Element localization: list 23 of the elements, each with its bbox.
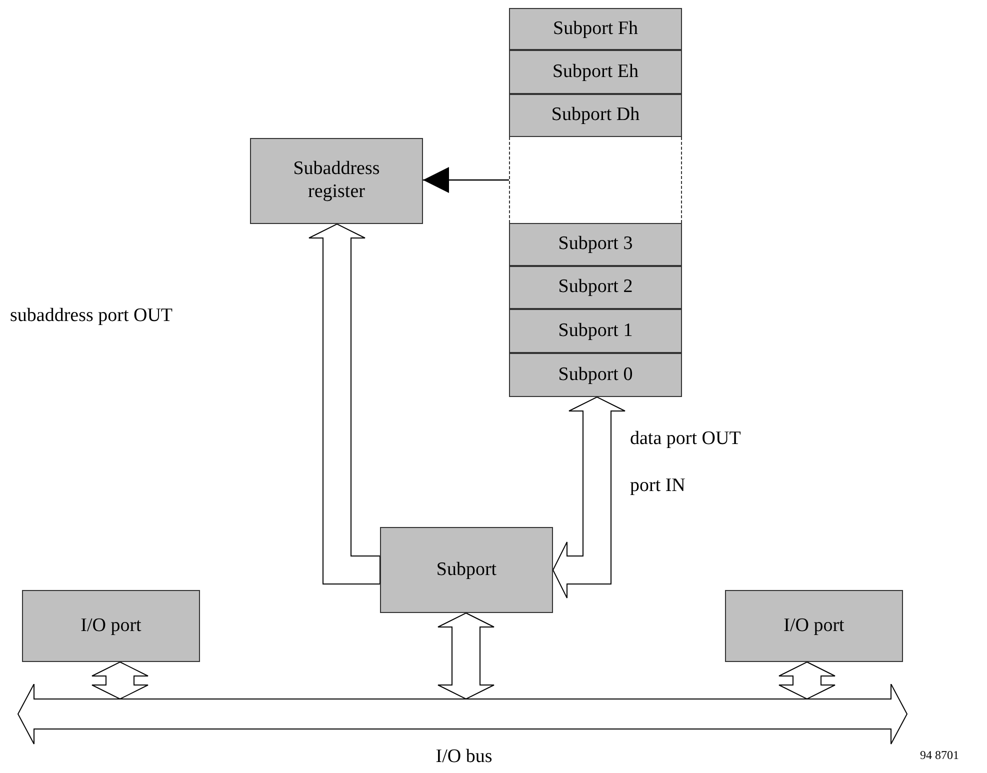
- hollow-arrow: [438, 612, 494, 700]
- signal-label: subaddress port OUT: [10, 305, 173, 327]
- register-box: Subaddress register: [250, 138, 423, 224]
- arrow: [423, 167, 509, 193]
- hollow-arrow: [552, 396, 626, 598]
- subport-box: Subport 2: [509, 266, 682, 309]
- signal-label: data port OUT: [630, 428, 741, 450]
- signal-label: port IN: [630, 475, 686, 497]
- subport-box: Subport Dh: [509, 94, 682, 137]
- port-box: I/O port: [725, 590, 903, 662]
- hollow-arrow: [92, 661, 148, 700]
- subport-box: Subport Eh: [509, 50, 682, 94]
- port-box: I/O port: [22, 590, 200, 662]
- subport-box: Subport 0: [509, 353, 682, 397]
- empty-slot: [509, 137, 682, 223]
- subport-box: Subport Fh: [509, 8, 682, 50]
- hollow-arrow: [308, 223, 380, 584]
- subport-box: Subport 3: [509, 223, 682, 266]
- hollow-arrow: [778, 661, 836, 700]
- bus-label: I/O bus: [434, 746, 494, 769]
- figure-number: 94 8701: [920, 748, 959, 763]
- subport-box: Subport: [380, 527, 553, 613]
- subport-box: Subport 1: [509, 309, 682, 353]
